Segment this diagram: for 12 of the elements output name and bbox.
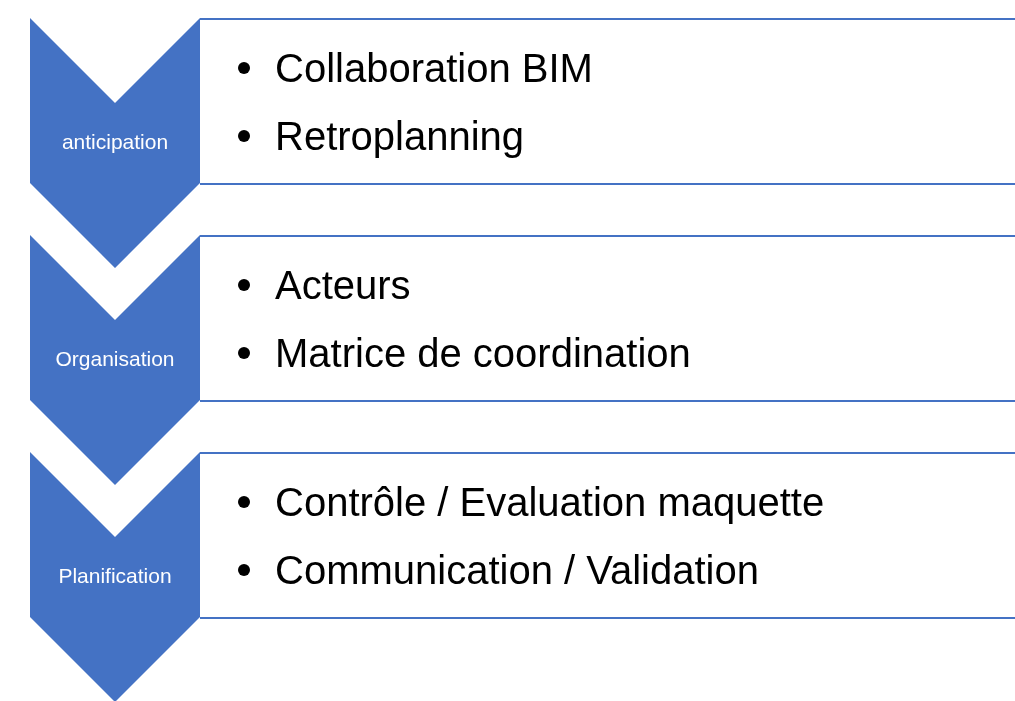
phase-label: Planification xyxy=(58,564,172,588)
content-panel xyxy=(200,18,1015,185)
bullet-item: Retroplanning xyxy=(275,112,525,159)
content-panel xyxy=(200,452,1015,619)
content-panel xyxy=(200,235,1015,402)
phase-label: Organisation xyxy=(55,347,175,371)
bullet-item: Collaboration BIM xyxy=(275,44,593,91)
bullet-item: Acteurs xyxy=(275,261,411,308)
bullet-item: Communication / Validation xyxy=(275,546,759,593)
phase-label: anticipation xyxy=(61,130,169,154)
bullet-item: Contrôle / Evaluation maquette xyxy=(275,478,825,525)
bullet-item: Matrice de coordination xyxy=(275,329,691,376)
